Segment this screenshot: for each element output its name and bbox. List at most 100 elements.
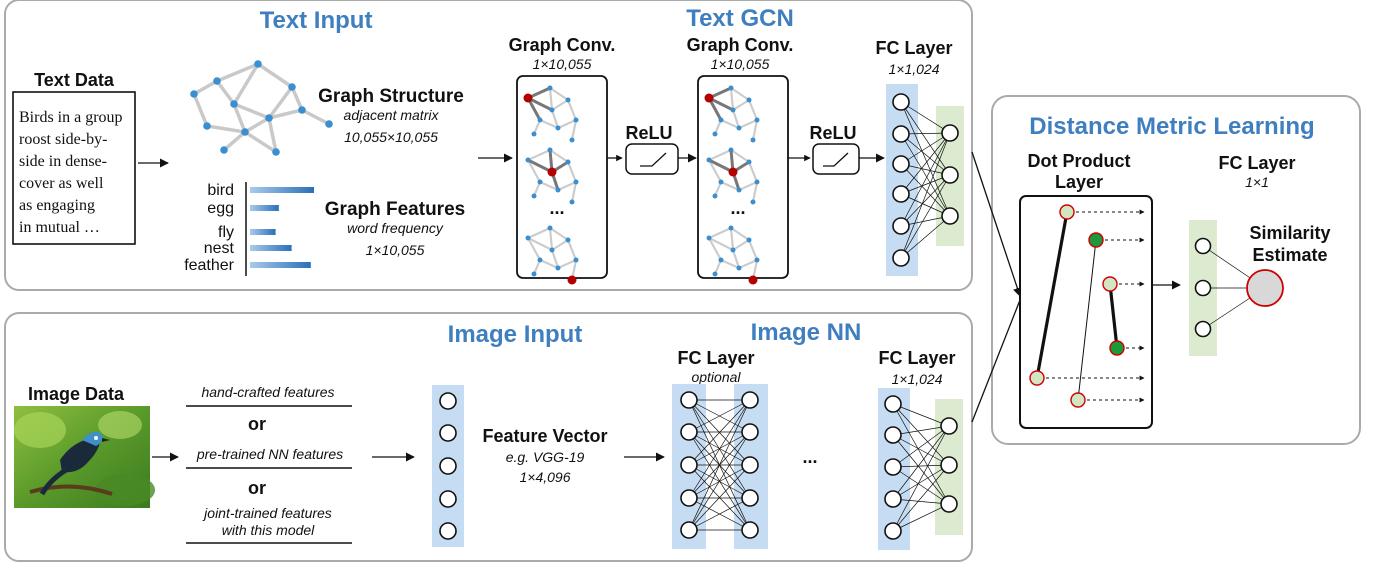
conv-graph-edge <box>527 148 551 162</box>
conv-graph-edge <box>738 258 758 270</box>
dot-product-line2: Layer <box>1055 172 1103 192</box>
fc-connection <box>892 403 950 505</box>
conv-graph-node <box>718 179 724 185</box>
graph-node <box>298 106 306 114</box>
graph-edge <box>267 85 294 120</box>
graph-edge <box>222 130 247 152</box>
conv-graph-node <box>712 193 718 199</box>
image-fc-title: FC Layer <box>878 348 955 368</box>
conv-graph-node <box>706 235 712 241</box>
conv-graph-edge <box>730 149 750 163</box>
fc-connection <box>900 215 951 259</box>
text-fc-dims: 1×1,024 <box>889 61 940 77</box>
conv-graph-node <box>547 147 553 153</box>
fc-connection <box>892 425 950 500</box>
word-label: feather <box>184 257 234 274</box>
fc-connection <box>892 434 950 466</box>
conv-graph-node <box>555 125 561 131</box>
word-label: bird <box>207 182 234 199</box>
fc-connection <box>892 425 950 468</box>
graph-node <box>265 114 273 122</box>
feature-vector-dims: 1×4,096 <box>520 469 571 485</box>
text-gcn-title: Text GCN <box>686 5 794 32</box>
image-nn-title: Image NN <box>751 319 862 346</box>
fc-connection <box>688 399 751 499</box>
fc-connection <box>900 132 951 227</box>
text-fc-title: FC Layer <box>875 38 952 58</box>
conv-graph-node <box>730 247 736 253</box>
graph-node <box>325 120 333 128</box>
dot-product-node <box>1059 204 1075 220</box>
feature-or-1: or <box>248 414 266 434</box>
graph-edge <box>232 63 260 105</box>
conv-graph-edge <box>548 227 554 251</box>
fc-connection <box>900 132 951 259</box>
relu1-box <box>625 143 679 175</box>
graph-features-subtitle: word frequency <box>347 220 444 236</box>
conv-graph-edge <box>713 259 723 275</box>
metric-fc-dims: 1×1 <box>1245 174 1269 190</box>
conv-graph-node <box>754 117 760 123</box>
fc-node <box>884 522 902 540</box>
fc-connection <box>892 464 950 468</box>
text-sample-line: cover as well <box>19 175 104 192</box>
feature-vector-node <box>439 490 457 508</box>
conv-graph-edge <box>570 119 578 141</box>
conv-graph-edge <box>732 99 750 111</box>
conv-graph-node <box>746 97 752 103</box>
metric-fc-node <box>1194 279 1212 297</box>
word-frequency-bar <box>250 229 276 235</box>
conv-graph-edge <box>539 258 559 270</box>
conv-graph-node <box>549 107 555 113</box>
fc-connection <box>900 174 951 227</box>
conv-graph-edge <box>708 237 734 251</box>
graph-node <box>254 60 262 68</box>
conv-graph-node <box>746 159 752 165</box>
graph-node <box>190 90 198 98</box>
conv-graph-node-highlight <box>547 167 557 177</box>
graph-structure-subtitle: adjacent matrix <box>344 107 440 123</box>
fc-connection <box>688 497 751 531</box>
conv-graph-edge <box>551 239 569 251</box>
similarity-network <box>1194 237 1284 338</box>
fc-connection <box>900 133 951 176</box>
conv-graph-node <box>712 271 718 277</box>
conv-graph-edge <box>549 87 569 101</box>
fc-connection <box>892 434 950 505</box>
text-sample-box <box>12 91 136 245</box>
fc-node <box>884 458 902 476</box>
fc-connection <box>900 101 951 176</box>
conv-graph-edge <box>708 226 732 240</box>
text-data-label: Text Data <box>34 70 115 90</box>
fc-connection <box>892 403 950 427</box>
conv-graph-node <box>706 157 712 163</box>
fc-connection <box>892 464 950 500</box>
feature-option-pretrained: pre-trained NN features <box>196 446 343 462</box>
image-nn-ellipsis: ... <box>802 447 817 467</box>
fc-node <box>680 521 698 539</box>
metric-fc-title: FC Layer <box>1218 153 1295 173</box>
conv-graph-node <box>736 265 742 271</box>
dot-product-link <box>1035 211 1069 379</box>
conv-graph-edge <box>549 149 569 163</box>
fc-connection <box>900 163 951 217</box>
conv-graph-node <box>525 157 531 163</box>
fc-connection <box>688 399 751 531</box>
conv-graph-node <box>746 237 752 243</box>
text-input-title: Text Input <box>260 7 373 34</box>
line-image-to-metric <box>971 299 1021 423</box>
conv-graph-node <box>547 85 553 91</box>
conv-graph-node <box>565 237 571 243</box>
conv-graph-edge <box>720 118 740 130</box>
conv-graph-node <box>728 85 734 91</box>
conv-graph-node <box>712 131 718 137</box>
fc-node <box>884 426 902 444</box>
graph-edge <box>267 117 278 153</box>
graph-edge <box>244 116 270 134</box>
fc-node <box>741 391 759 409</box>
conv-graph-edge <box>550 109 560 129</box>
text-fc-network <box>892 93 959 267</box>
fc-node <box>940 456 958 474</box>
feature-vector-node <box>439 392 457 410</box>
conv-graph-edge <box>539 180 559 192</box>
